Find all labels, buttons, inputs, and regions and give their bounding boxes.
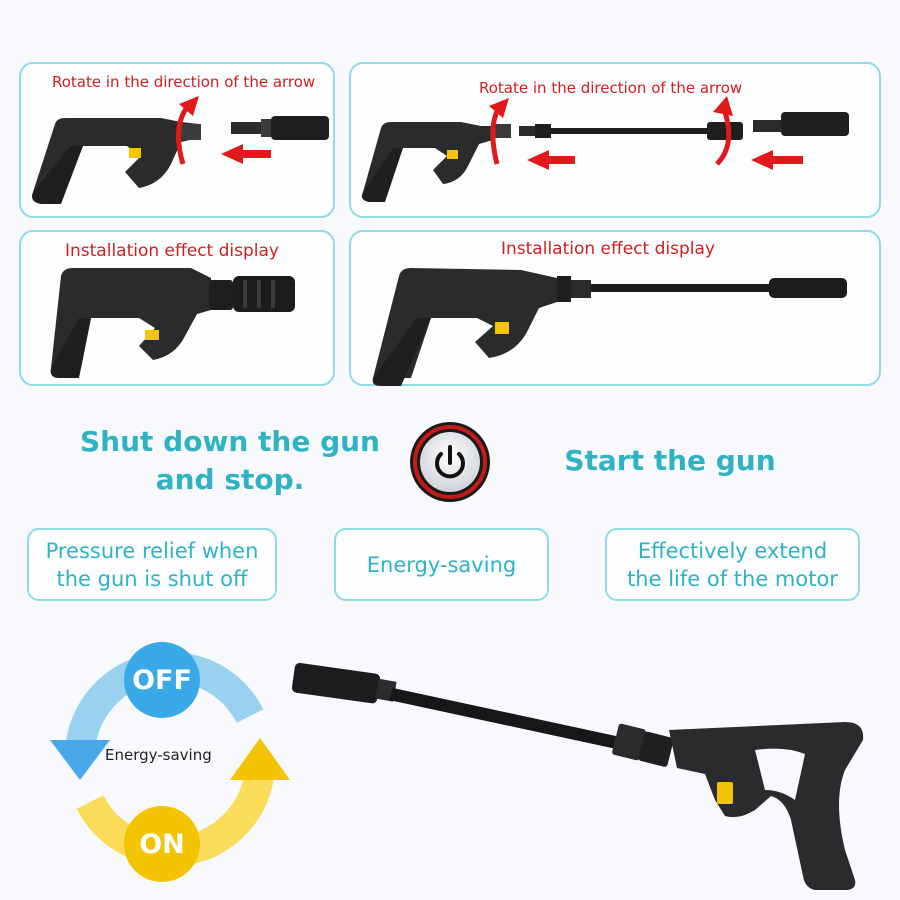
panel-title: Rotate in the direction of the arrow (479, 79, 743, 97)
gun-nozzle-installed-image (50, 268, 295, 378)
cycle-center-label: Energy-saving (105, 746, 212, 764)
panel-top-left: Rotate in the direction of the arrow (19, 62, 335, 218)
gun-wand-installed-image (372, 268, 847, 386)
feature-pressure-relief: Pressure relief when the gun is shut off (27, 528, 277, 601)
shutdown-line-1: Shut down the gun (80, 425, 380, 458)
shutdown-line-2: and stop. (155, 463, 305, 496)
feature-text-line: the life of the motor (627, 566, 838, 591)
on-badge: ON (124, 806, 200, 882)
panel-mid-right: Installation effect display (349, 230, 881, 386)
feature-text: Energy-saving (366, 552, 517, 577)
feature-text-line: the gun is shut off (56, 566, 248, 591)
feature-energy-saving: Energy-saving (334, 528, 549, 601)
start-label: Start the gun (564, 444, 776, 477)
shutdown-label: Shut down the gun and stop. (40, 423, 420, 499)
feature-motor-life: Effectively extend the life of the motor (605, 528, 860, 601)
panel-title: Installation effect display (65, 241, 279, 261)
panel-mid-left: Installation effect display (19, 230, 335, 386)
panel-top-right: Rotate in the direction of the arrow (349, 62, 881, 218)
gun-extension-image (361, 96, 849, 202)
panel-title: Installation effect display (501, 239, 715, 259)
off-badge: OFF (124, 642, 200, 718)
feature-text-line: Pressure relief when (45, 538, 259, 563)
spray-gun-image (291, 662, 864, 890)
power-icon (410, 422, 490, 502)
gun-handle-image (32, 96, 329, 204)
panel-title: Rotate in the direction of the arrow (52, 73, 316, 91)
feature-text-line: Effectively extend (637, 538, 828, 563)
